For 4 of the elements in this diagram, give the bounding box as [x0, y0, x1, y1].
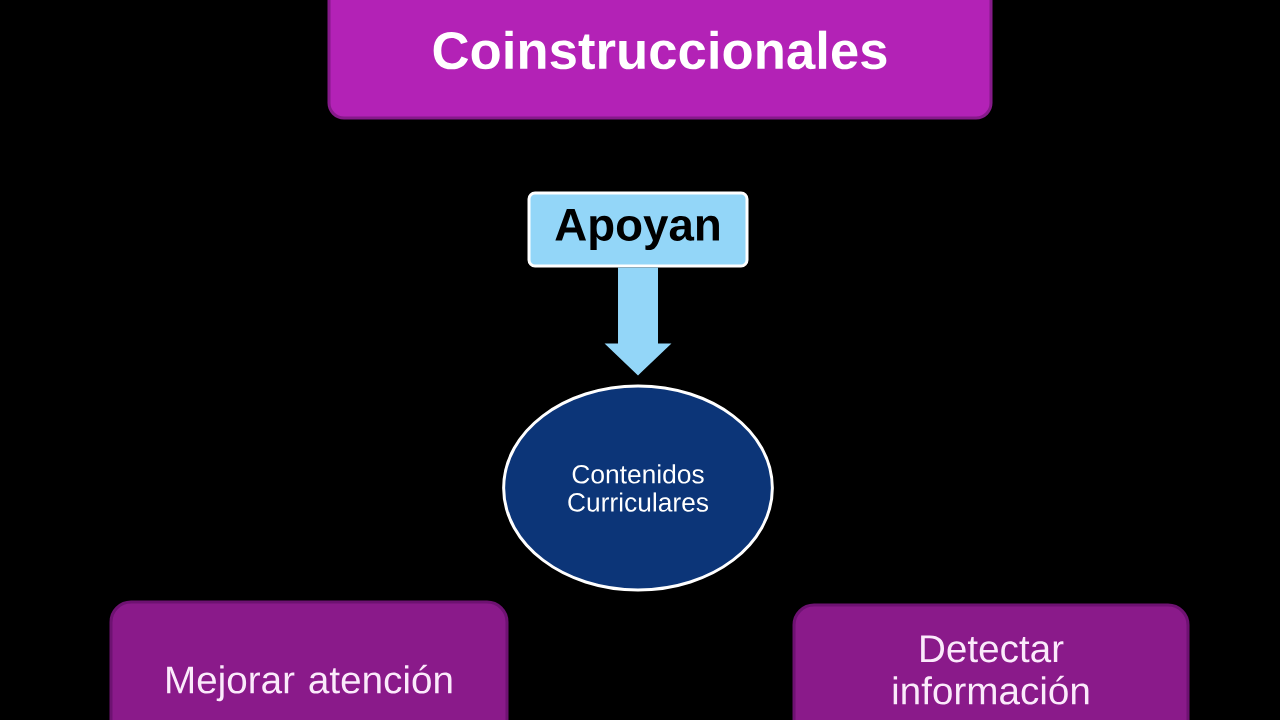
title-box: Coinstruccionales — [327, 0, 993, 120]
label-box: Apoyan — [527, 191, 749, 268]
goal-box: Mejorar atención — [109, 600, 509, 720]
goal-box: Detectar información — [792, 603, 1190, 720]
